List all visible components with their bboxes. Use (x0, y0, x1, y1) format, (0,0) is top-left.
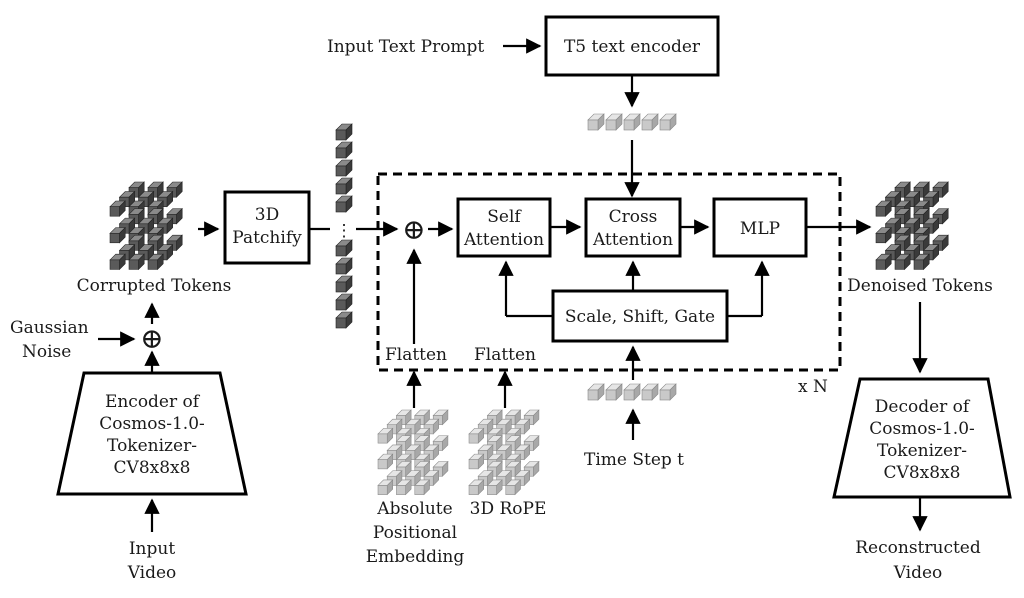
t5-encoder-label: T5 text encoder (564, 37, 701, 57)
patchify-label-1: 3D (255, 205, 279, 225)
patchify-label-2: Patchify (232, 228, 302, 248)
text-embedding-tokens (587, 113, 677, 131)
decoder-label-2: Cosmos-1.0- (869, 419, 975, 439)
patchify-block (223, 190, 311, 265)
abs-pos-embedding-cubes (378, 410, 448, 495)
abs-pos-label-3: Embedding (366, 547, 465, 567)
time-embedding-tokens (587, 383, 677, 401)
decoder-label-3: Tokenizer- (877, 441, 967, 461)
abs-pos-label-1: Absolute (376, 499, 452, 519)
repeat-n-label: x N (798, 377, 828, 397)
cross-attention-label-2: Attention (592, 230, 673, 250)
flatten-label-abs: Flatten (385, 345, 447, 365)
self-attention-label-1: Self (487, 207, 522, 227)
decoder-label-1: Decoder of (875, 397, 971, 417)
input-video-label-2: Video (127, 563, 177, 583)
decoder-label-4: CV8x8x8 (884, 463, 961, 483)
gaussian-noise-label-1: Gaussian (10, 318, 89, 338)
embedding-add-symbol: ⊕ (402, 213, 425, 246)
corrupted-tokens-label: Corrupted Tokens (77, 276, 232, 296)
denoised-tokens-cubes (876, 182, 948, 269)
token-ellipsis: ⋮ (336, 221, 353, 241)
abs-pos-label-2: Positional (373, 523, 457, 543)
input-text-prompt-label: Input Text Prompt (327, 37, 484, 57)
reconstructed-video-label-1: Reconstructed (855, 538, 981, 558)
noise-add-symbol: ⊕ (140, 322, 163, 355)
scale-shift-gate-label: Scale, Shift, Gate (565, 307, 715, 327)
self-attention-block (456, 197, 552, 258)
encoder-label-4: CV8x8x8 (114, 458, 191, 478)
reconstructed-video-label-2: Video (893, 563, 943, 583)
encoder-block (56, 371, 248, 496)
cross-attention-label-1: Cross (609, 207, 658, 227)
corrupted-tokens-cubes (110, 182, 182, 269)
flatten-label-rope: Flatten (474, 345, 536, 365)
encoder-label-3: Tokenizer- (107, 436, 197, 456)
input-video-label-1: Input (129, 539, 175, 559)
encoder-label-1: Encoder of (105, 392, 201, 412)
rope-label: 3D RoPE (470, 499, 547, 519)
decoder-block (832, 377, 1012, 499)
denoised-tokens-label: Denoised Tokens (847, 276, 993, 296)
time-step-label: Time Step t (584, 450, 684, 470)
gaussian-noise-label-2: Noise (22, 342, 71, 362)
self-attention-label-2: Attention (463, 230, 544, 250)
mlp-label: MLP (740, 219, 780, 239)
encoder-label-2: Cosmos-1.0- (99, 414, 205, 434)
transformer-block-boundary (376, 172, 842, 372)
rope-cubes (469, 410, 539, 495)
